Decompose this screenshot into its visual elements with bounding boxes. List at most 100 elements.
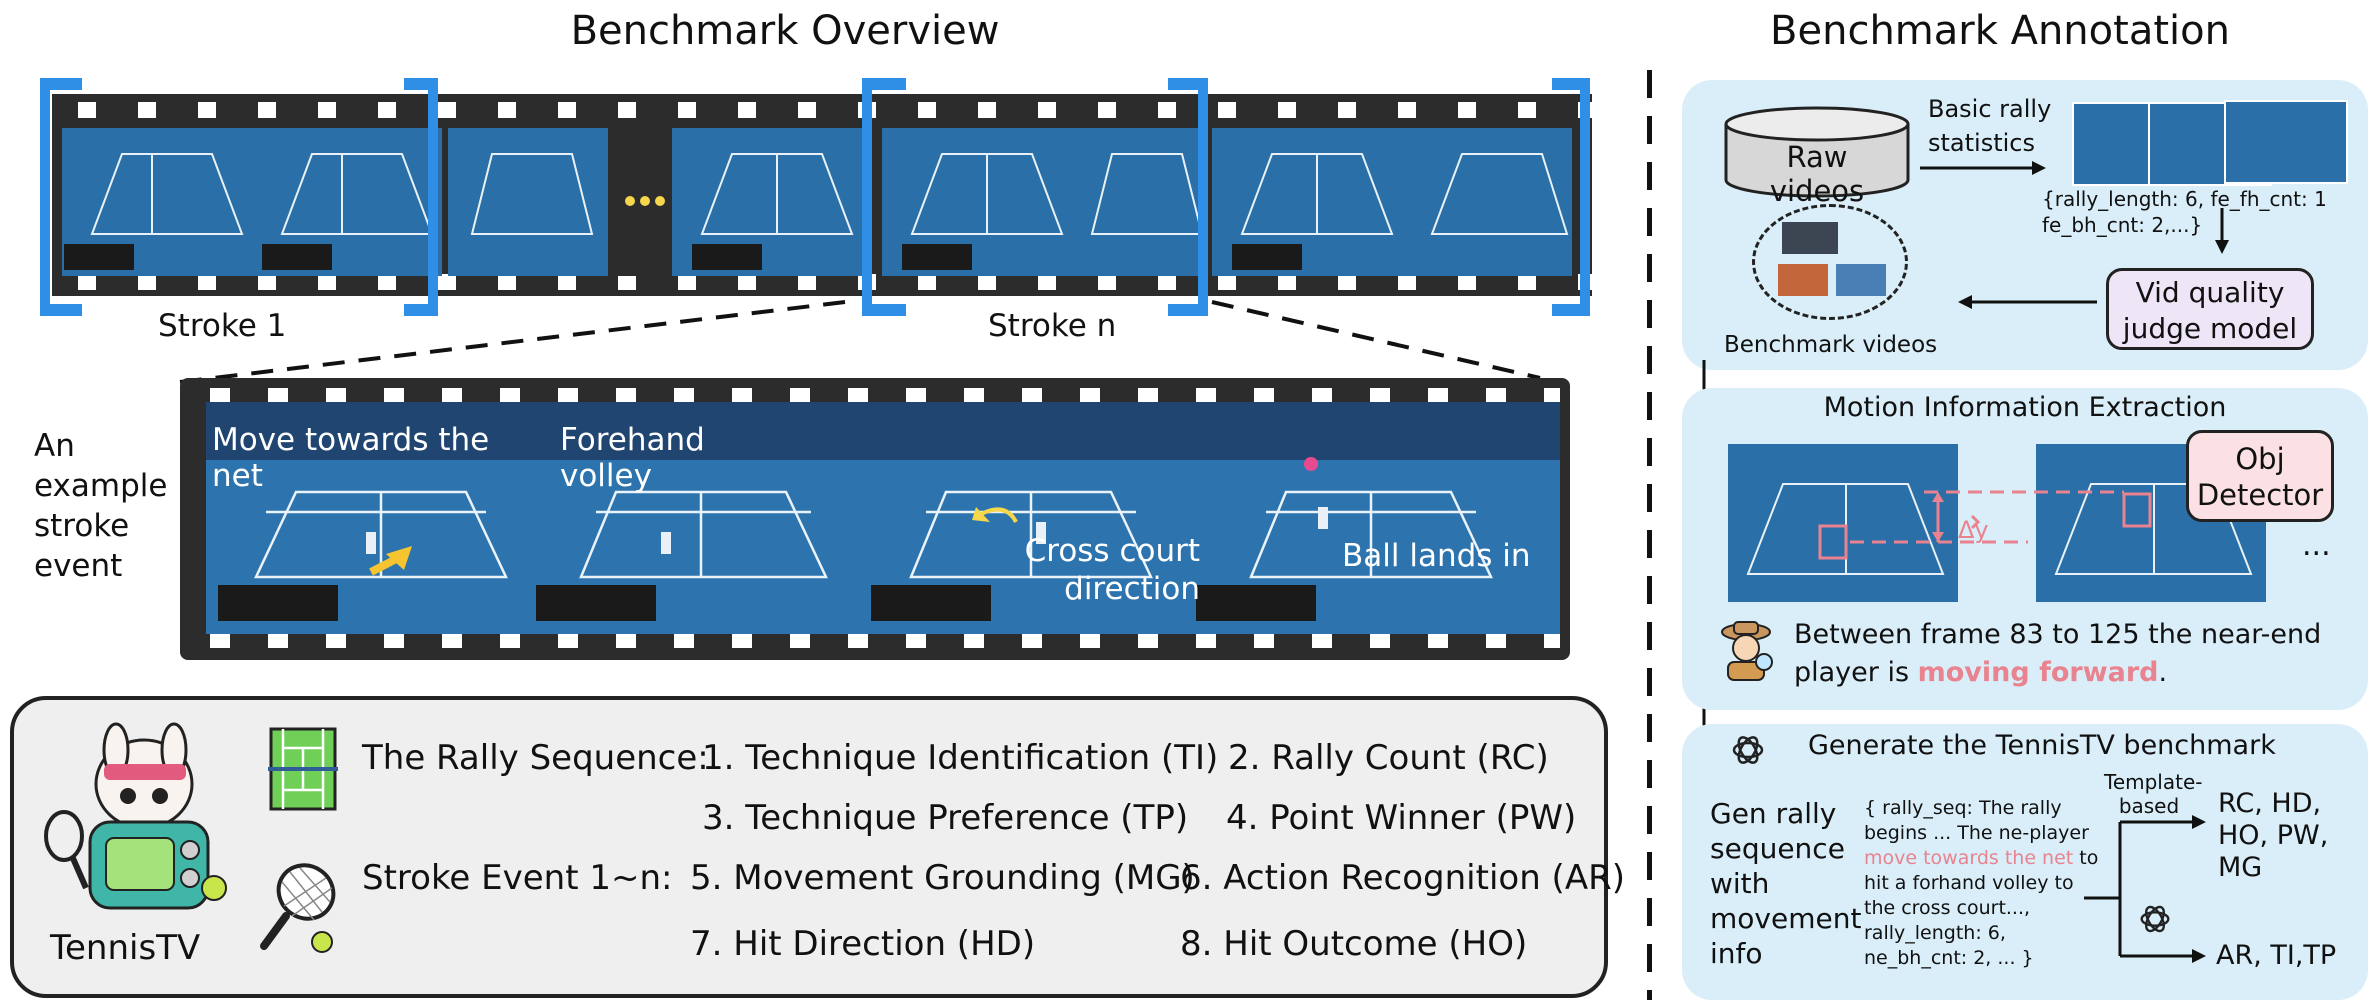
annotation-title: Benchmark Annotation bbox=[1770, 8, 2230, 54]
top-court-lines bbox=[64, 153, 1569, 270]
caption-forehand: Forehand volley bbox=[560, 422, 705, 494]
rally-highlight: move towards the net bbox=[1864, 847, 2074, 869]
gen-rally-line-4: movement bbox=[1710, 902, 1862, 935]
branch-arrows bbox=[2084, 815, 2206, 963]
bracket-left-3 bbox=[1580, 78, 1590, 316]
judge-line-2: judge model bbox=[2122, 312, 2298, 345]
openai-icon-1 bbox=[1732, 736, 1764, 764]
raw-videos-cylinder bbox=[1724, 106, 1910, 198]
detective-icon bbox=[1721, 621, 1773, 681]
bracket-right-1 bbox=[428, 78, 438, 316]
mid-top-sprockets bbox=[190, 388, 1560, 402]
section-divider bbox=[1647, 70, 1652, 1000]
benchmark-videos-cluster bbox=[1752, 204, 1908, 320]
logo-name: TennisTV bbox=[50, 928, 201, 968]
collection-arrows bbox=[1920, 161, 2229, 309]
stroke-event-label: Stroke Event 1~n: bbox=[362, 858, 673, 898]
task-4: 4. Point Winner (PW) bbox=[1226, 798, 1577, 838]
task-panel bbox=[10, 696, 1608, 998]
bench-thumb-1 bbox=[1782, 222, 1838, 254]
out1-line-3: MG bbox=[2218, 852, 2263, 883]
benchmark-videos-label: Benchmark videos bbox=[1724, 332, 1938, 358]
openai-icon-2 bbox=[2140, 905, 2170, 933]
bracket-right-2 bbox=[1198, 78, 1208, 316]
motion-sentence-start: player is bbox=[1794, 657, 1918, 688]
task-7: 7. Hit Direction (HD) bbox=[690, 924, 1036, 964]
bracket-right-2-bottom bbox=[1168, 304, 1208, 316]
llm-outputs: AR, TI,TP bbox=[2216, 940, 2337, 971]
bench-thumb-2 bbox=[1778, 264, 1828, 296]
gen-rally-label: Gen rally sequence with movement info bbox=[1710, 796, 1861, 971]
basic-stats-line-1: Basic rally bbox=[1928, 95, 2052, 123]
tennistv-logo bbox=[44, 722, 227, 910]
rally-seq-line-3: move towards the net to bbox=[1864, 846, 2098, 871]
task-1: 1. Technique Identification (TI) bbox=[702, 738, 1219, 778]
rally-seq-line-6: rally_length: 6, bbox=[1864, 922, 2006, 944]
stats-json: {rally_length: 6, fe_fh_cnt: 1 fe_bh_cnt… bbox=[2042, 186, 2327, 238]
bracket-left-2 bbox=[862, 78, 872, 316]
bracket-right-1-bottom bbox=[404, 304, 438, 316]
task-8: 8. Hit Outcome (HO) bbox=[1180, 924, 1528, 964]
overview-title: Benchmark Overview bbox=[570, 8, 1000, 54]
motion-highlight: moving forward bbox=[1917, 657, 2159, 688]
caption-crosscourt: Cross court direction bbox=[1024, 533, 1200, 607]
top-frame-6 bbox=[1072, 128, 1202, 276]
rally-seq-line-1: { rally_seq: The rally bbox=[1864, 797, 2062, 819]
mid-bottom-sprockets bbox=[190, 634, 1560, 648]
bracket-left-2-top bbox=[862, 78, 906, 90]
top-frame-8 bbox=[1402, 128, 1572, 276]
stats-thumb-3 bbox=[2224, 100, 2348, 184]
example-label-line-2: example bbox=[34, 468, 168, 504]
out1-line-2: HO, PW, bbox=[2218, 820, 2329, 851]
ellipsis-gap bbox=[610, 128, 670, 276]
bracket-right-2-top bbox=[1168, 78, 1208, 90]
racket-icon bbox=[260, 863, 336, 953]
gen-rally-line-2: sequence bbox=[1710, 832, 1845, 865]
detector-line-2: Detector bbox=[2196, 478, 2324, 512]
rally-to: to bbox=[2073, 847, 2099, 869]
motion-ellipsis: ... bbox=[2302, 528, 2331, 563]
raw-videos-label: Raw videos bbox=[1769, 140, 1865, 208]
panel-generate bbox=[1682, 724, 2368, 1000]
motion-sentence-line-2: player is moving forward. bbox=[1794, 654, 2321, 692]
stats-json-line-1: {rally_length: 6, fe_fh_cnt: 1 bbox=[2042, 187, 2327, 211]
rally-seq-line-5: the cross court..., bbox=[1864, 897, 2031, 919]
generate-title: Generate the TennisTV benchmark bbox=[1808, 730, 2276, 761]
motion-frame-1 bbox=[1728, 444, 1958, 602]
rally-seq-line-2: begins ... The ne-player bbox=[1864, 822, 2089, 844]
bench-thumb-3 bbox=[1836, 264, 1886, 296]
example-label: An example stroke event bbox=[34, 426, 167, 586]
detector-line-1: Obj bbox=[2235, 442, 2285, 476]
template-outputs: RC, HD, HO, PW, MG bbox=[2218, 788, 2328, 884]
template-line-2: based bbox=[2118, 794, 2180, 818]
example-label-line-1: An bbox=[34, 428, 75, 464]
task-2: 2. Rally Count (RC) bbox=[1228, 738, 1549, 778]
motion-sentence: Between frame 83 to 125 the near-end pla… bbox=[1794, 616, 2321, 692]
bracket-left-2-bottom bbox=[862, 304, 906, 316]
rally-sequence-label: The Rally Sequence: bbox=[362, 738, 709, 778]
motion-title: Motion Information Extraction bbox=[1823, 392, 2227, 423]
bracket-right-1-top bbox=[404, 78, 438, 90]
caption-lands: Ball lands in bbox=[1342, 538, 1531, 574]
judge-line-1: Vid quality bbox=[2135, 276, 2285, 309]
basic-stats-label: Basic rally statistics bbox=[1928, 92, 2051, 160]
task-3: 3. Technique Preference (TP) bbox=[702, 798, 1189, 838]
zoom-lines bbox=[179, 300, 1541, 384]
example-label-line-4: event bbox=[34, 548, 123, 584]
template-label: Template- based bbox=[2104, 770, 2202, 818]
motion-sentence-end: . bbox=[2158, 657, 2168, 688]
gen-rally-line-1: Gen rally bbox=[1710, 797, 1837, 830]
gen-rally-line-3: with bbox=[1710, 867, 1770, 900]
stats-json-line-2: fe_bh_cnt: 2,...} bbox=[2042, 213, 2203, 237]
event-court-lines bbox=[206, 402, 1560, 621]
court-icon bbox=[268, 727, 338, 811]
stroke-1-label: Stroke 1 bbox=[158, 308, 287, 344]
delta-y-label: Δy bbox=[1958, 516, 1989, 544]
obj-detector-box: Obj Detector bbox=[2186, 430, 2334, 522]
out1-line-1: RC, HD, bbox=[2218, 788, 2322, 819]
motion-sentence-line-1: Between frame 83 to 125 the near-end bbox=[1794, 619, 2322, 650]
caption-move: Move towards the net bbox=[212, 422, 490, 494]
bracket-left-1-bottom bbox=[40, 304, 82, 316]
bracket-left-3-bottom bbox=[1552, 304, 1590, 316]
rally-seq-line-4: hit a forhand volley to bbox=[1864, 872, 2074, 894]
